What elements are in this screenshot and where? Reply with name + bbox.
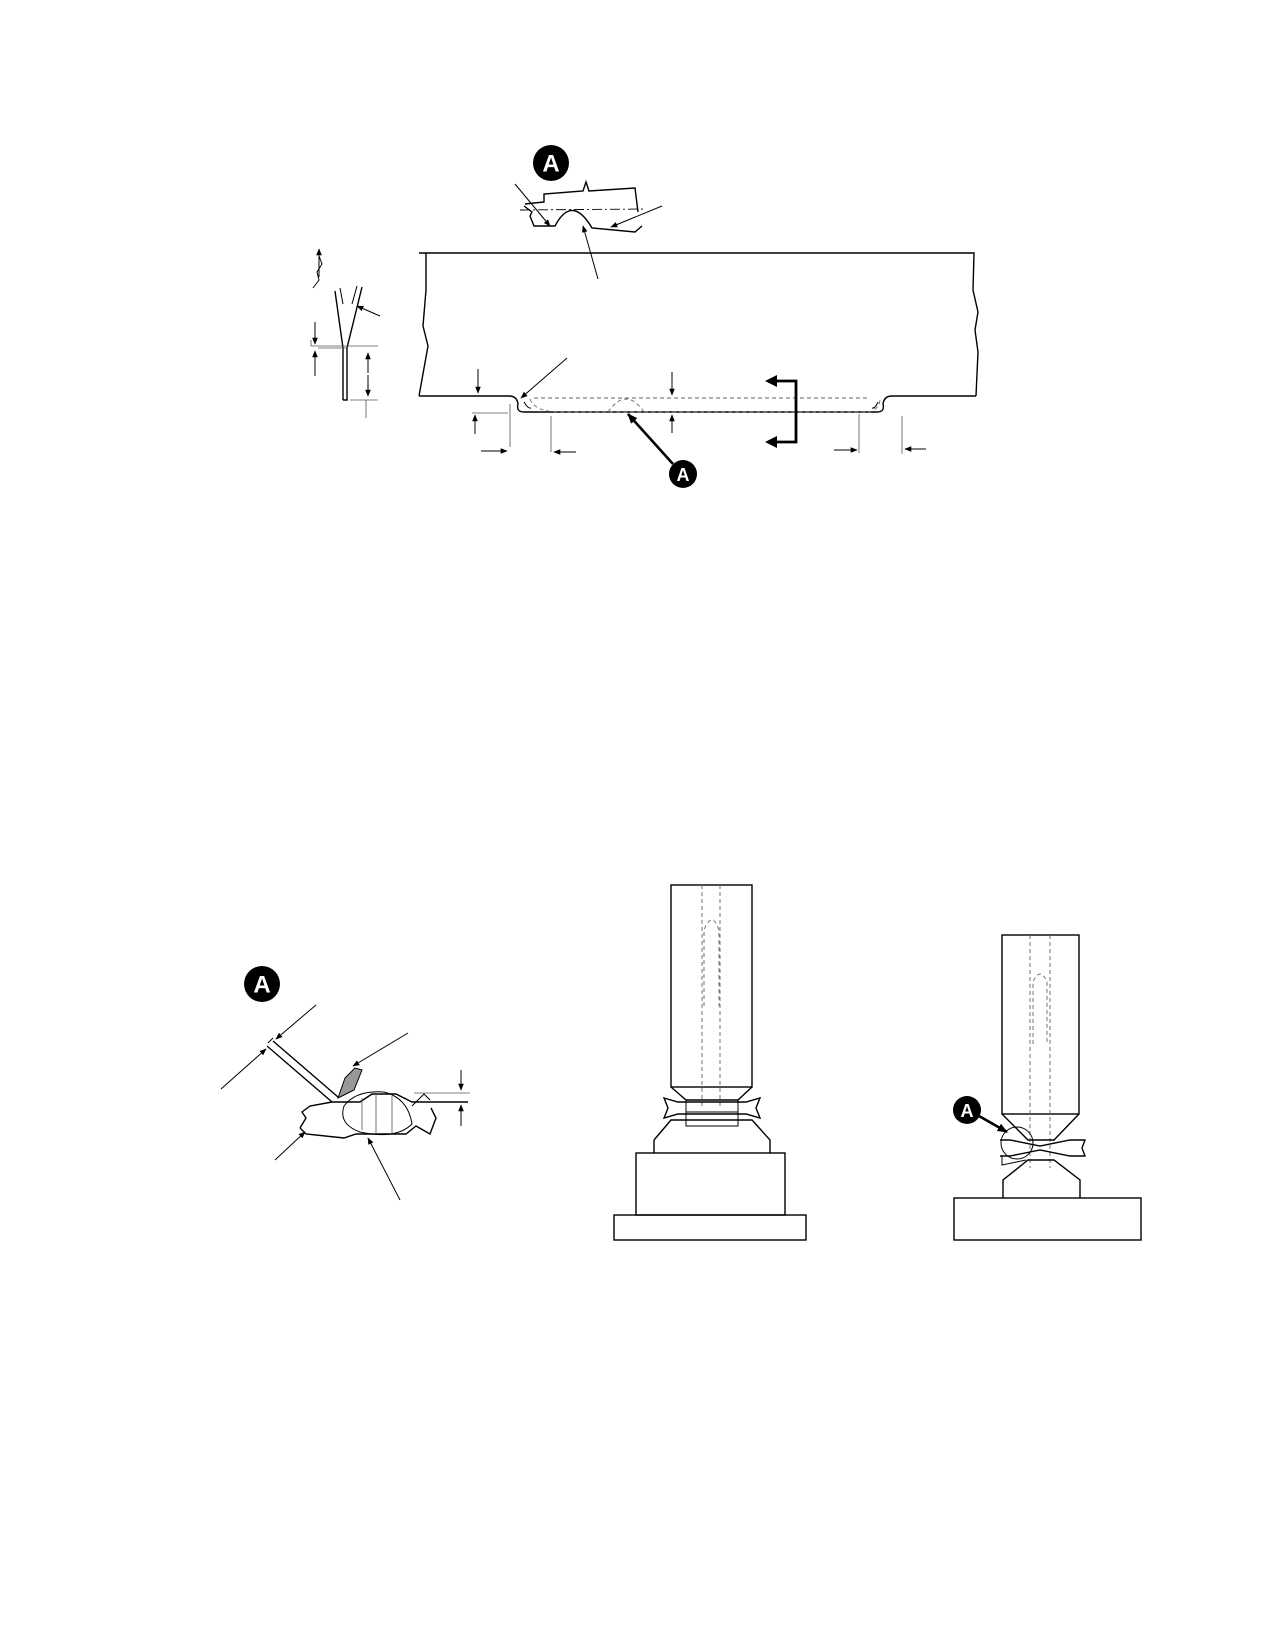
- section-a-badge: A: [669, 460, 697, 488]
- probe-1-body: [670, 884, 753, 1088]
- probe-1-foot: [613, 1214, 807, 1241]
- detail-a-bead-leader: [367, 1137, 401, 1201]
- side-view-blade-right: [343, 286, 363, 401]
- detail-a-lower-profile: [523, 205, 643, 233]
- detail-a-leader-right: [610, 205, 663, 228]
- detail-a-plate-end: [267, 1037, 274, 1044]
- weld-ripple-dashed: [607, 398, 645, 413]
- probe-1-anvil-base: [635, 1152, 786, 1216]
- probe-1-lower-neck: [685, 1111, 739, 1127]
- probe-1-chamfer: [670, 1086, 753, 1101]
- probe-fixture-view-1: [613, 884, 807, 1241]
- section-cut-arrowhead-top: [765, 375, 777, 387]
- fillet-weld-detail-a: A: [220, 966, 470, 1201]
- detail-a-base-top: [299, 1093, 468, 1129]
- section-a-leader: [627, 413, 674, 465]
- detail-a-centerline: [519, 208, 647, 211]
- detail-a-weld-ripples: [361, 1094, 393, 1134]
- plate-outline-left: [418, 253, 429, 397]
- detail-a-upstanding-plate: [266, 1040, 339, 1103]
- weld-joint-elevation-figure: A: [310, 145, 979, 488]
- section-a-badge-label: A: [677, 465, 690, 485]
- side-view-blade-left: [334, 290, 344, 400]
- section-cut-arrowhead-bottom: [765, 436, 777, 448]
- probe-1-workpiece-joint: [662, 1096, 762, 1120]
- detail-a-weld-bead: [342, 1091, 413, 1136]
- detail-a-top-break-edge: [524, 179, 639, 213]
- detail-a-badge: A: [533, 145, 569, 181]
- detail-a-notch: [411, 1093, 431, 1107]
- probe-2-foot: [953, 1197, 1142, 1241]
- section-cut-bracket: [769, 379, 798, 444]
- probe-1-inner-tip: [703, 919, 720, 1006]
- detail-a-base-bottom: [299, 1107, 437, 1139]
- weld-toe-leader: [520, 357, 568, 399]
- plate-outline-right: [419, 252, 979, 397]
- detail-a-lower-badge-label: A: [253, 972, 270, 999]
- probe-1-anvil-chamfer: [653, 1119, 771, 1153]
- detail-a-lower-badge: A: [244, 966, 280, 1002]
- detail-a-root-leader: [274, 1131, 306, 1161]
- detail-a-badge-label: A: [542, 151, 559, 178]
- plate-edge-side-view: [310, 248, 381, 418]
- probe-2-a-leader: [978, 1114, 1008, 1134]
- probe-2-workpiece-joint: [1000, 1139, 1087, 1157]
- side-view-leader: [356, 305, 381, 317]
- side-view-break-mark: [312, 255, 323, 289]
- probe-2-detail-circle: [1000, 1126, 1034, 1160]
- side-view-inner-lines: [339, 285, 358, 305]
- weld-toe-undercut: [523, 401, 879, 409]
- probe-2-anvil: [1002, 1159, 1081, 1198]
- probe-2-inner-tip: [1032, 973, 1048, 1044]
- weld-reinforcement-dashed: [529, 398, 881, 413]
- main-plate-elevation: A: [418, 252, 979, 488]
- detail-a-throat-arrow: [220, 1048, 267, 1090]
- probe-fixture-view-2: A: [953, 934, 1142, 1241]
- probe-2-a-badge: A: [953, 1096, 981, 1124]
- detail-a-spatter: [337, 1067, 363, 1099]
- probe-2-lower-edge: [1001, 1156, 1027, 1166]
- detail-a-leader-left: [514, 183, 551, 227]
- detail-a-throat-arrow-opposite: [275, 1004, 317, 1040]
- detail-a-spatter-leader: [352, 1032, 409, 1067]
- detail-a-inset: A: [514, 145, 663, 280]
- probe-2-body: [1001, 934, 1080, 1115]
- probe-2-a-badge-label: A: [961, 1101, 974, 1121]
